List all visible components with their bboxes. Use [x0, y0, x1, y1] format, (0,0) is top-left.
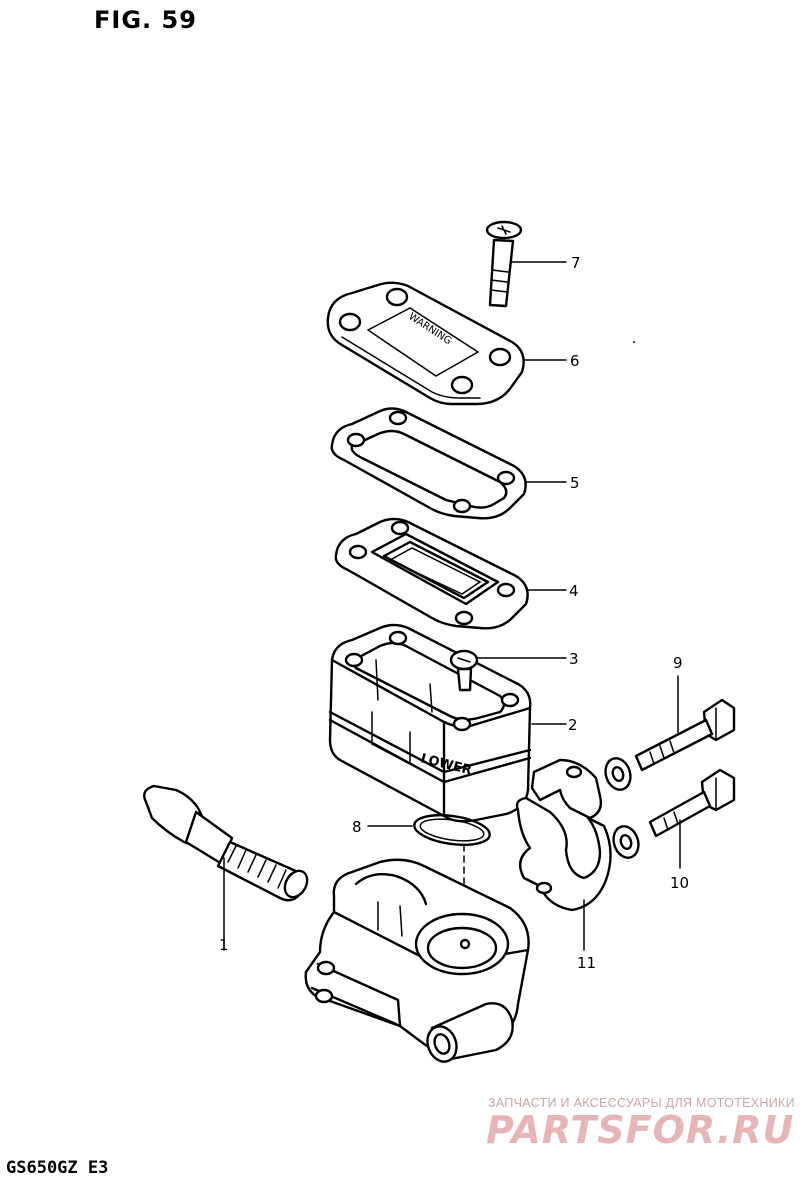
part-6-cap: WARNING: [326, 281, 567, 406]
callout-11: 11: [577, 954, 596, 972]
part-5-gasket: [330, 407, 567, 520]
callout-7: 7: [571, 254, 581, 272]
callout-3: 3: [569, 650, 579, 668]
model-code: GS650GZ E3: [6, 1158, 109, 1178]
washers: [604, 757, 640, 859]
callout-8: 8: [352, 818, 362, 836]
watermark-tagline: ЗАПЧАСТИ И АКСЕССУАРЫ ДЛЯ МОТОТЕХНИКИ: [488, 1096, 795, 1110]
part-2-reservoir: LOWER: [328, 623, 567, 823]
part-3-screw: [449, 649, 567, 692]
callout-5: 5: [570, 474, 580, 492]
figure-title: FIG. 59: [94, 6, 197, 34]
part-10-bolt: [648, 768, 736, 869]
part-1-piston: [143, 784, 309, 951]
callout-4: 4: [569, 582, 579, 600]
watermark-logo: PARTSFOR.RU: [486, 1108, 795, 1152]
callout-2: 2: [568, 716, 578, 734]
callout-6: 6: [570, 352, 580, 370]
master-cylinder-body: [304, 858, 530, 1063]
part-7-screw: [485, 220, 567, 308]
callout-9: 9: [673, 654, 683, 672]
part-11-clamp: [515, 758, 612, 951]
callout-1: 1: [219, 936, 229, 954]
part-8-oring: [367, 813, 491, 847]
part-9-bolt: [634, 675, 736, 772]
callout-10: 10: [670, 874, 689, 892]
part-4-diaphragm: [334, 517, 567, 630]
